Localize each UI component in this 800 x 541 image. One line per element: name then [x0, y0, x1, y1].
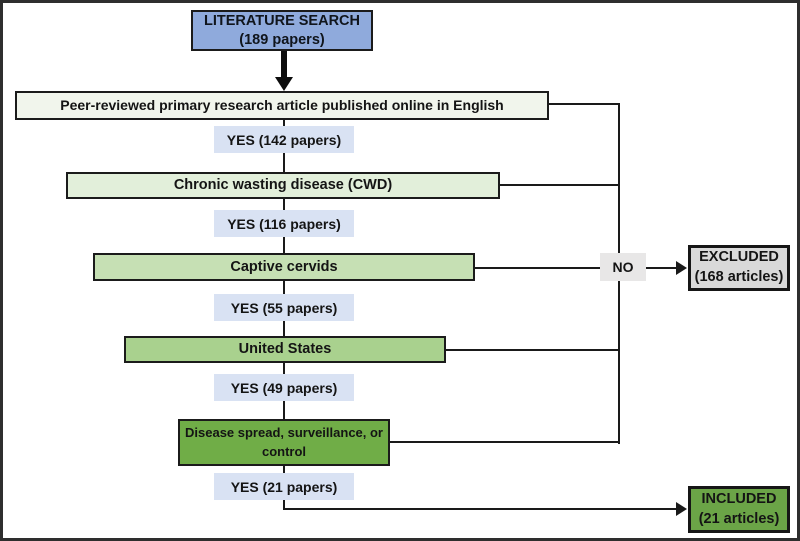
- filter-box-united-states: United States: [124, 336, 446, 363]
- connector-line: [283, 401, 285, 420]
- connector-line: [283, 153, 285, 173]
- no-label: NO: [600, 253, 646, 281]
- yes-label-116: YES (116 papers): [214, 210, 354, 237]
- connector-line: [283, 199, 285, 211]
- filter-box-captive-cervids: Captive cervids: [93, 253, 475, 281]
- connector-line: [446, 349, 618, 351]
- connector-line: [475, 267, 600, 269]
- connector-line: [500, 184, 618, 186]
- filter-box-peer-reviewed: Peer-reviewed primary research article p…: [15, 91, 549, 120]
- down-arrow-icon: [275, 77, 293, 91]
- connector-line: [390, 441, 620, 443]
- included-arrowhead-icon: [676, 502, 687, 516]
- connector-line: [283, 281, 285, 295]
- filter-box-disease-spread: Disease spread, surveillance, or control: [178, 419, 390, 466]
- connector-line: [283, 466, 285, 474]
- literature-search-count: (189 papers): [239, 31, 325, 48]
- included-box: INCLUDED (21 articles): [688, 486, 790, 533]
- filter-box-cwd: Chronic wasting disease (CWD): [66, 172, 500, 199]
- connector-line: [549, 103, 620, 105]
- connector-line: [283, 321, 285, 337]
- yes-label-21: YES (21 papers): [214, 473, 354, 500]
- excluded-arrow-line: [646, 267, 678, 269]
- connector-line: [283, 500, 285, 510]
- literature-search-title: LITERATURE SEARCH: [203, 12, 360, 29]
- connector-line: [283, 119, 285, 127]
- yes-label-142: YES (142 papers): [214, 126, 354, 153]
- included-arrow-line: [283, 508, 679, 510]
- literature-search-box: LITERATURE SEARCH (189 papers): [191, 10, 373, 51]
- yes-label-55: YES (55 papers): [214, 294, 354, 321]
- down-arrow-stem: [281, 51, 287, 78]
- excluded-arrowhead-icon: [676, 261, 687, 275]
- connector-line: [283, 237, 285, 254]
- excluded-box: EXCLUDED (168 articles): [688, 245, 790, 291]
- excluded-title: EXCLUDED: [699, 249, 779, 266]
- excluded-count: (168 articles): [694, 269, 784, 285]
- included-count: (21 articles): [698, 510, 780, 527]
- included-title: INCLUDED: [701, 490, 777, 507]
- yes-label-49: YES (49 papers): [214, 374, 354, 401]
- connector-line: [283, 363, 285, 375]
